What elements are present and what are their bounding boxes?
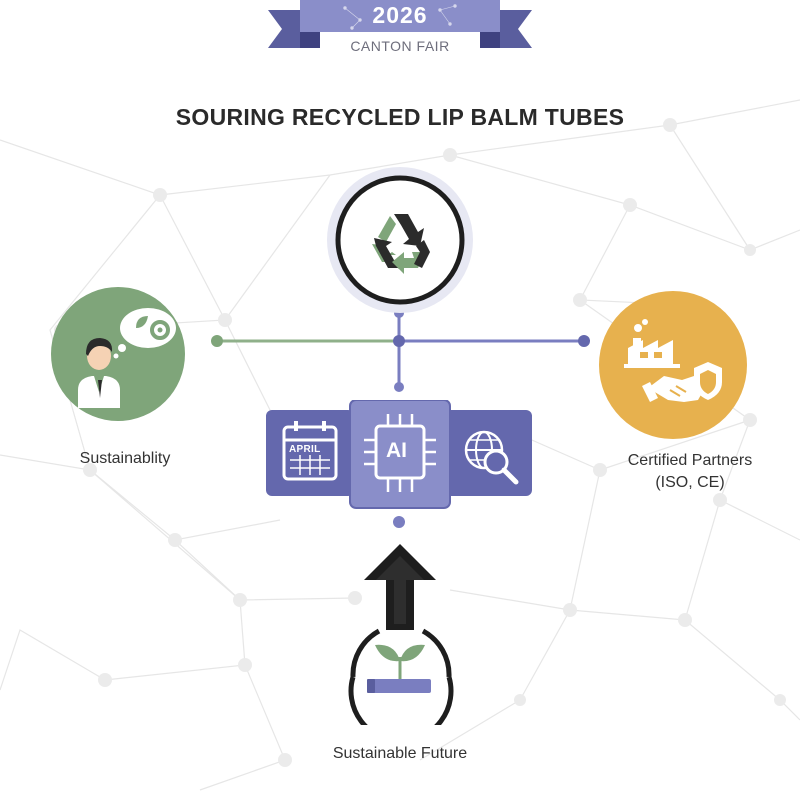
sustainability-node (51, 287, 185, 421)
certified-partners-label: Certified Partners (ISO, CE) (590, 450, 790, 494)
person-icon (78, 338, 120, 408)
calendar-month: APRIL (289, 444, 321, 455)
calendar-icon (282, 421, 338, 481)
sprout-icon (375, 644, 425, 679)
recycle-node (327, 167, 473, 313)
sustainable-future-node (348, 628, 454, 725)
thought-bubble-gear-icon (113, 308, 176, 359)
ai-chip-icon (364, 414, 436, 492)
banner-subtitle: CANTON FAIR (350, 38, 450, 54)
ai-chip-label: AI (386, 439, 407, 462)
certified-partners-label-line2: (ISO, CE) (655, 474, 725, 491)
banner-year: 2026 (372, 2, 428, 28)
certified-partners-label-line1: Certified Partners (627, 452, 753, 469)
up-arrow-icon (364, 544, 436, 630)
lip-balm-tube-icon (367, 679, 431, 693)
ai-panel (266, 400, 532, 509)
factory-icon (624, 319, 680, 368)
sustainable-future-label: Sustainable Future (332, 745, 468, 762)
page-title: SOURING RECYCLED LIP BALM TUBES (175, 104, 625, 130)
recycle-icon (372, 214, 430, 274)
sustainability-label: Sustainablity (79, 450, 171, 467)
banner-ribbon (268, 0, 532, 48)
certified-partners-node (599, 291, 747, 439)
globe-search-icon (464, 430, 519, 485)
handshake-shield-icon (642, 362, 722, 402)
